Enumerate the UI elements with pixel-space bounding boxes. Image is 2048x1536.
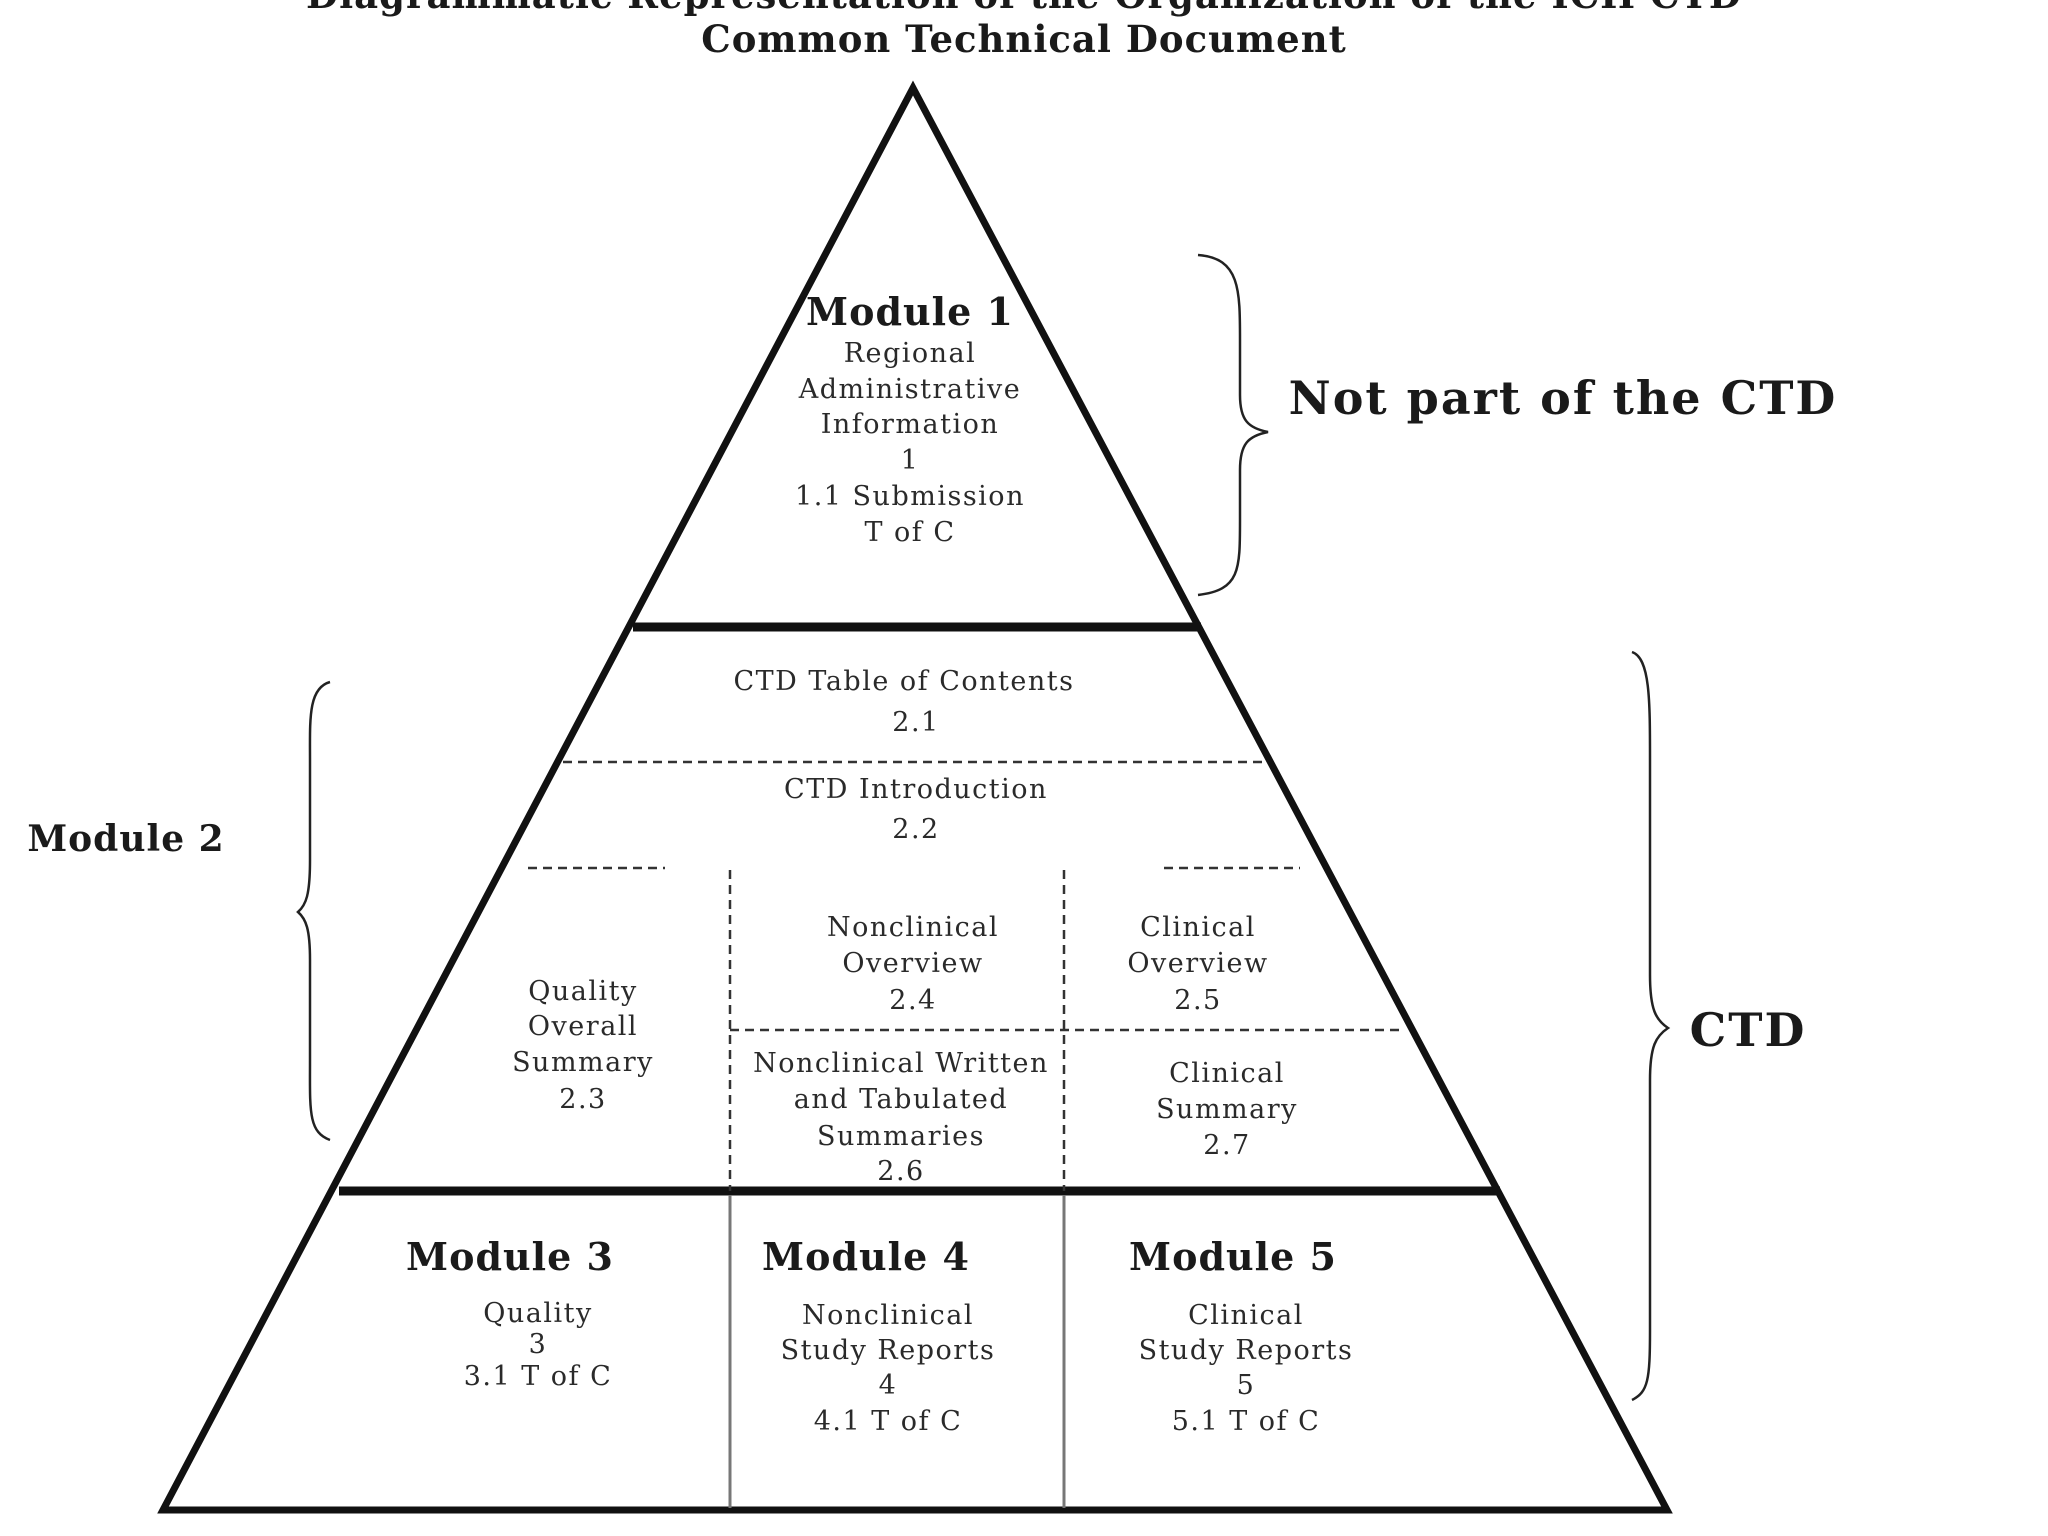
module4-line: Study Reports: [781, 1335, 996, 1366]
clinical-summary-line: 2.7: [1203, 1130, 1250, 1161]
pyramid-outline: [157, 80, 1673, 1514]
module5-line: Study Reports: [1139, 1335, 1354, 1366]
module4-line: 4.1 T of C: [814, 1406, 963, 1437]
clinical-overview-line: 2.5: [1174, 985, 1221, 1016]
module1-line: T of C: [864, 517, 955, 548]
module3-line: 3.1 T of C: [464, 1361, 613, 1392]
nonclinical-summaries-line: Nonclinical Written: [753, 1048, 1049, 1079]
module4-title: Module 4: [762, 1234, 970, 1279]
module4-line: Nonclinical: [802, 1300, 974, 1331]
module3-section: Module 3 Quality 3 3.1 T of C: [406, 1234, 614, 1392]
nonclinical-overview-line: Nonclinical: [827, 912, 999, 943]
nonclinical-summaries-line: and Tabulated: [794, 1084, 1008, 1115]
diagram-title-line-2: Common Technical Document: [701, 17, 1346, 61]
not-part-brace: [1197, 253, 1269, 597]
clinical-overview-line: Clinical: [1140, 912, 1256, 943]
module1-line: 1.1 Submission: [795, 481, 1025, 512]
module5-line: 5.1 T of C: [1172, 1406, 1321, 1437]
module2-section: CTD Table of Contents 2.1 CTD Introducti…: [512, 666, 1298, 1187]
module3-line: Quality: [483, 1298, 593, 1329]
module1-line: Administrative: [798, 374, 1021, 405]
module3-line: 3: [529, 1329, 548, 1360]
module2-side-label: Module 2: [27, 818, 224, 860]
quality-summary-line: Overall: [528, 1011, 638, 1042]
diagram-title-line-1: Diagrammatic Representation of the Organ…: [306, 0, 1742, 17]
nonclinical-overview-line: Overview: [842, 948, 983, 979]
module1-line: Information: [821, 409, 1000, 440]
clinical-summary-line: Summary: [1156, 1094, 1298, 1125]
ctd-intro-number: 2.2: [892, 814, 939, 845]
quality-summary-line: Quality: [528, 976, 638, 1007]
ctd-toc-label: CTD Table of Contents: [734, 666, 1075, 697]
nonclinical-summaries-line: 2.6: [877, 1156, 924, 1187]
module5-section: Module 5 Clinical Study Reports 5 5.1 T …: [1129, 1234, 1354, 1437]
clinical-summary-line: Clinical: [1169, 1058, 1285, 1089]
ctd-brace: [1631, 650, 1671, 1402]
ctd-label: CTD: [1690, 1003, 1807, 1057]
module1-title: Module 1: [806, 289, 1014, 334]
module3-title: Module 3: [406, 1234, 614, 1279]
ctd-toc-number: 2.1: [892, 707, 939, 738]
module1-section: Module 1 Regional Administrative Informa…: [795, 289, 1025, 548]
module1-line: Regional: [844, 338, 977, 369]
module5-title: Module 5: [1129, 1234, 1337, 1279]
module5-line: Clinical: [1188, 1300, 1304, 1331]
nonclinical-overview-line: 2.4: [889, 985, 936, 1016]
quality-summary-line: Summary: [512, 1047, 654, 1078]
clinical-overview-line: Overview: [1127, 948, 1268, 979]
not-part-of-ctd-label: Not part of the CTD: [1289, 371, 1838, 425]
module4-line: 4: [879, 1370, 898, 1401]
module1-line: 1: [901, 445, 920, 476]
ctd-intro-label: CTD Introduction: [784, 774, 1048, 805]
quality-summary-line: 2.3: [559, 1084, 606, 1115]
module2-brace: [296, 680, 331, 1142]
module4-section: Module 4 Nonclinical Study Reports 4 4.1…: [762, 1234, 996, 1437]
module5-line: 5: [1237, 1370, 1256, 1401]
nonclinical-summaries-line: Summaries: [817, 1121, 985, 1152]
